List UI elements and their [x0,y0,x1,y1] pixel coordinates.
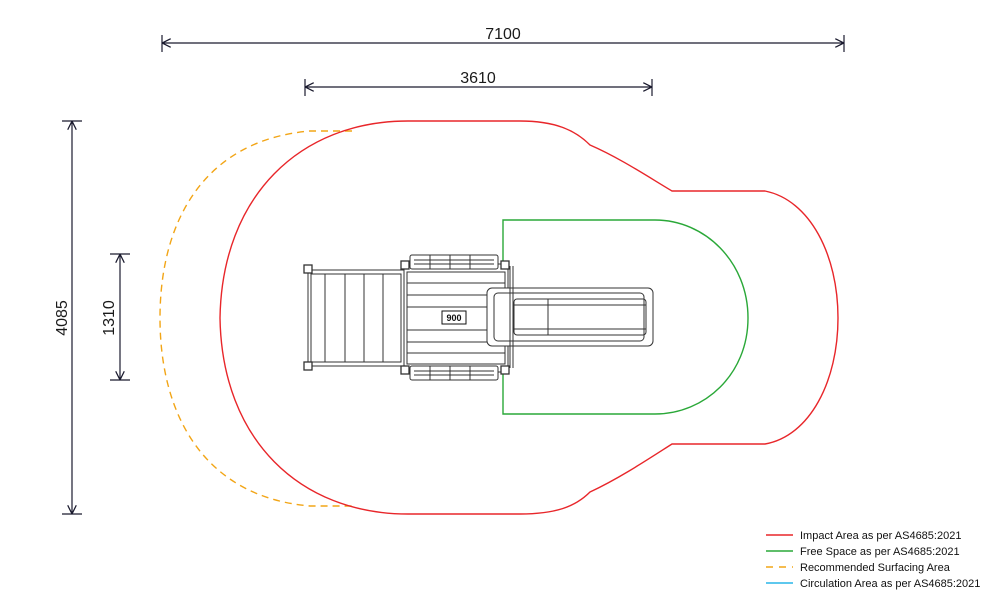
dimension-equipment-height: 1310 [101,253,130,381]
dimension-equipment-width-text: 3610 [460,70,496,87]
dimension-overall-height: 4085 [54,120,82,515]
legend-item-impact-area: Impact Area as per AS4685:2021 [766,530,961,542]
dimension-overall-height-text: 4085 [54,300,71,336]
dimension-overall-width-text: 7100 [485,26,521,43]
legend-item-free-space: Free Space as per AS4685:2021 [766,546,960,558]
access-ramp [303,264,405,371]
play-equipment: 900 [303,254,654,381]
legend-label-circulation-area: Circulation Area as per AS4685:2021 [800,578,980,590]
dimension-equipment-width: 3610 [304,70,653,96]
legend-label-surfacing-area: Recommended Surfacing Area [800,562,951,574]
dimension-equipment-height-text: 1310 [101,300,118,336]
dimension-overall-width: 7100 [161,26,845,52]
impact-area-outline [219,120,839,515]
legend-item-surfacing-area: Recommended Surfacing Area [766,562,951,574]
legend: Impact Area as per AS4685:2021 Free Spac… [766,530,980,590]
platform-height-label: 900 [446,313,461,323]
free-space-outline [502,219,749,415]
legend-label-impact-area: Impact Area as per AS4685:2021 [800,530,961,542]
slide [486,266,654,368]
legend-item-circulation-area: Circulation Area as per AS4685:2021 [766,578,980,590]
legend-label-free-space: Free Space as per AS4685:2021 [800,546,960,558]
